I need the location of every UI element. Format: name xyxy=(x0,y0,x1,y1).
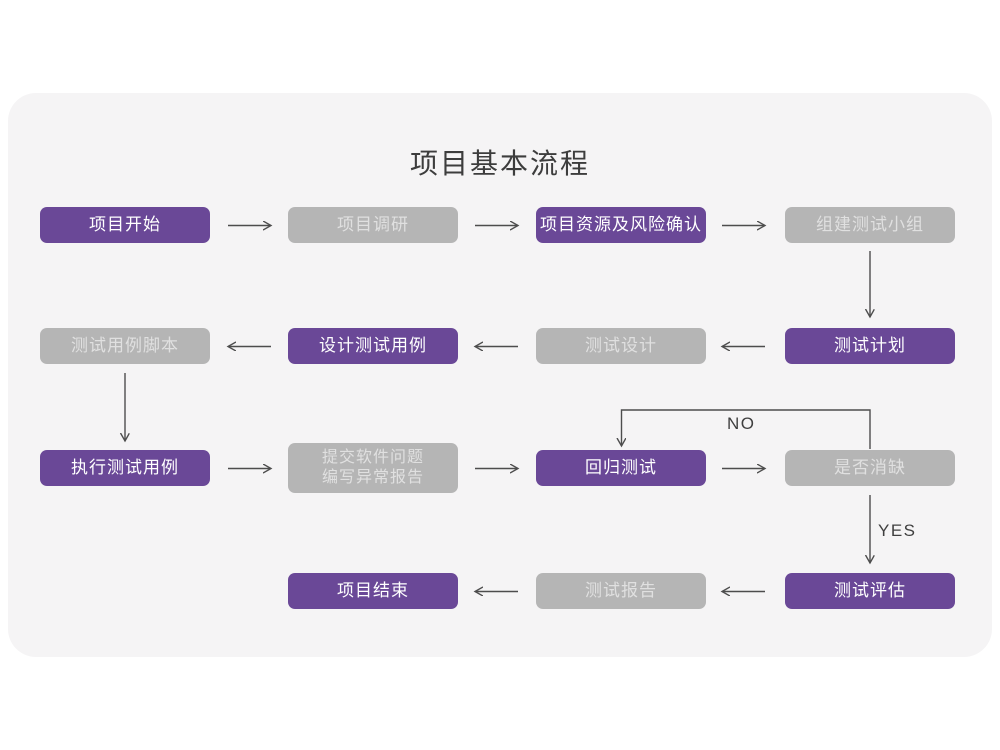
flow-node-label: 测试报告 xyxy=(585,581,657,600)
flow-node-project-start: 项目开始 xyxy=(40,207,210,243)
flow-node-regression-test: 回归测试 xyxy=(536,450,706,486)
flow-node-project-end: 项目结束 xyxy=(288,573,458,609)
flow-node-resource-risk-confirm: 项目资源及风险确认 xyxy=(536,207,706,243)
flow-node-label: 提交软件问题 编写异常报告 xyxy=(321,449,424,486)
flow-node-test-design: 测试设计 xyxy=(536,328,706,364)
yes-branch-label: YES xyxy=(878,521,917,540)
flow-node-label: 回归测试 xyxy=(585,458,657,477)
flow-node-test-plan: 测试计划 xyxy=(785,328,955,364)
flow-node-label: 测试计划 xyxy=(834,336,906,355)
flow-node-label: 执行测试用例 xyxy=(71,458,179,477)
flow-node-submit-issues: 提交软件问题 编写异常报告 xyxy=(288,443,458,493)
flow-node-label: 设计测试用例 xyxy=(319,336,427,355)
flow-node-test-evaluation: 测试评估 xyxy=(785,573,955,609)
flow-node-label: 项目资源及风险确认 xyxy=(540,215,702,234)
flow-node-label: 测试用例脚本 xyxy=(71,336,179,355)
page-title: 项目基本流程 xyxy=(409,148,590,179)
flow-node-label: 组建测试小组 xyxy=(816,215,924,234)
flow-node-defect-cleared: 是否消缺 xyxy=(785,450,955,486)
flow-node-label: 测试设计 xyxy=(585,336,657,355)
flow-node-project-research: 项目调研 xyxy=(288,207,458,243)
flow-node-label: 项目结束 xyxy=(337,581,409,600)
flow-node-label: 测试评估 xyxy=(834,581,906,600)
flow-node-execute-test-cases: 执行测试用例 xyxy=(40,450,210,486)
flow-node-test-report: 测试报告 xyxy=(536,573,706,609)
flowchart-panel xyxy=(8,93,992,657)
flow-node-label: 是否消缺 xyxy=(834,458,906,477)
flow-node-test-case-script: 测试用例脚本 xyxy=(40,328,210,364)
flow-node-label: 项目开始 xyxy=(89,215,161,234)
flow-node-label: 项目调研 xyxy=(337,215,409,234)
flow-node-build-test-team: 组建测试小组 xyxy=(785,207,955,243)
no-branch-label: NO xyxy=(727,414,756,433)
flow-node-design-test-cases: 设计测试用例 xyxy=(288,328,458,364)
